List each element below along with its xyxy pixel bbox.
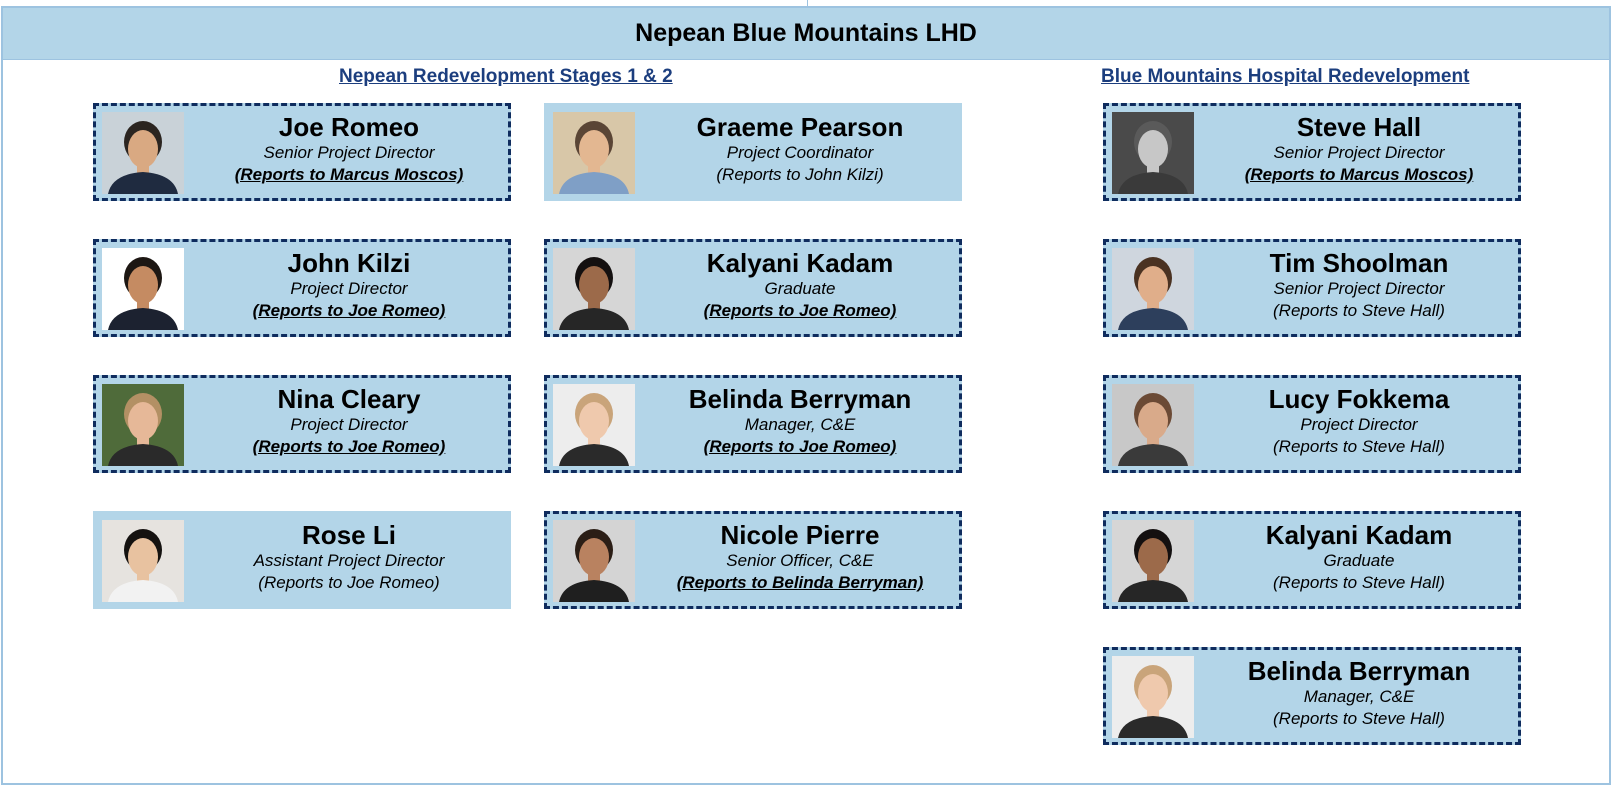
person-reports-to: (Reports to Marcus Moscos) bbox=[234, 165, 464, 184]
section-title-nepean: Nepean Redevelopment Stages 1 & 2 bbox=[339, 66, 673, 87]
org-title: Nepean Blue Mountains LHD bbox=[635, 19, 977, 47]
person-role: Senior Project Director bbox=[263, 143, 435, 162]
person-name: Joe Romeo bbox=[278, 112, 420, 142]
person-photo bbox=[1112, 248, 1194, 330]
top-connector-line bbox=[807, 0, 808, 7]
org-header: Nepean Blue Mountains LHD bbox=[3, 8, 1609, 60]
person-role: Manager, C&E bbox=[744, 415, 856, 434]
person-name: John Kilzi bbox=[287, 248, 411, 278]
person-photo bbox=[102, 384, 184, 466]
person-reports-to: (Reports to John Kilzi) bbox=[716, 165, 884, 184]
person-name: Rose Li bbox=[302, 520, 396, 550]
person-role: Assistant Project Director bbox=[253, 551, 445, 570]
person-photo bbox=[553, 248, 635, 330]
person-reports-to: (Reports to Joe Romeo) bbox=[252, 437, 446, 456]
person-name: Tim Shoolman bbox=[1269, 248, 1449, 278]
person-reports-to: (Reports to Marcus Moscos) bbox=[1244, 165, 1474, 184]
person-reports-to: (Reports to Joe Romeo) bbox=[703, 301, 897, 320]
person-name: Nicole Pierre bbox=[720, 520, 880, 550]
person-role: Graduate bbox=[764, 279, 836, 298]
person-role: Senior Project Director bbox=[1273, 143, 1445, 162]
person-photo bbox=[102, 112, 184, 194]
person-reports-to: (Reports to Joe Romeo) bbox=[258, 573, 440, 592]
person-reports-to: (Reports to Joe Romeo) bbox=[703, 437, 897, 456]
person-photo bbox=[102, 248, 184, 330]
person-role: Project Coordinator bbox=[726, 143, 874, 162]
person-name: Belinda Berryman bbox=[688, 384, 912, 414]
section-title-blue-mountains: Blue Mountains Hospital Redevelopment bbox=[1101, 66, 1470, 87]
person-reports-to: (Reports to Belinda Berryman) bbox=[676, 573, 924, 592]
person-photo bbox=[102, 520, 184, 602]
person-role: Senior Officer, C&E bbox=[726, 551, 874, 570]
person-name: Nina Cleary bbox=[277, 384, 421, 414]
person-photo bbox=[1112, 112, 1194, 194]
person-role: Senior Project Director bbox=[1273, 279, 1445, 298]
person-reports-to: (Reports to Steve Hall) bbox=[1273, 709, 1445, 728]
person-name: Steve Hall bbox=[1296, 112, 1422, 142]
person-reports-to: (Reports to Steve Hall) bbox=[1273, 573, 1445, 592]
person-reports-to: (Reports to Joe Romeo) bbox=[252, 301, 446, 320]
person-name: Lucy Fokkema bbox=[1268, 384, 1450, 414]
person-reports-to: (Reports to Steve Hall) bbox=[1273, 301, 1445, 320]
person-name: Graeme Pearson bbox=[696, 112, 904, 142]
person-photo bbox=[553, 520, 635, 602]
person-photo bbox=[1112, 384, 1194, 466]
person-role: Manager, C&E bbox=[1303, 687, 1415, 706]
person-photo bbox=[553, 112, 635, 194]
person-photo bbox=[553, 384, 635, 466]
person-reports-to: (Reports to Steve Hall) bbox=[1273, 437, 1445, 456]
person-name: Kalyani Kadam bbox=[706, 248, 894, 278]
person-role: Project Director bbox=[290, 279, 408, 298]
person-photo bbox=[1112, 520, 1194, 602]
person-photo bbox=[1112, 656, 1194, 738]
person-name: Kalyani Kadam bbox=[1265, 520, 1453, 550]
person-name: Belinda Berryman bbox=[1247, 656, 1471, 686]
person-role: Project Director bbox=[290, 415, 408, 434]
person-role: Project Director bbox=[1300, 415, 1418, 434]
person-role: Graduate bbox=[1323, 551, 1395, 570]
